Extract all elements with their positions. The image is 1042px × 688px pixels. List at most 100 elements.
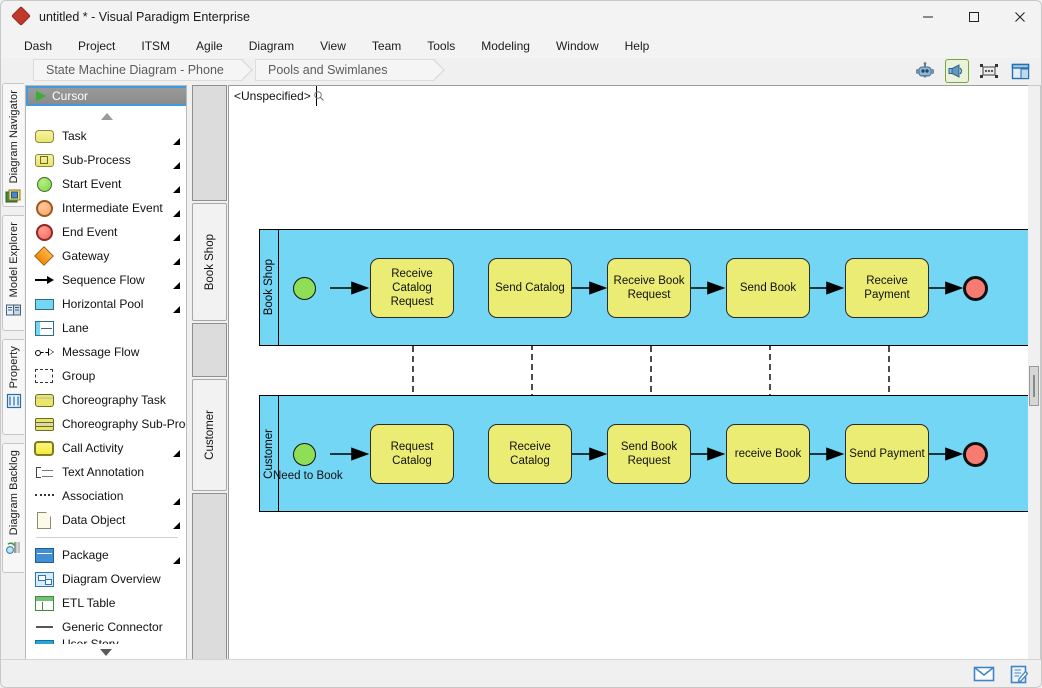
palette-item-start-event[interactable]: Start Event — [26, 172, 186, 196]
palette-item-choreography-sub-process[interactable]: Choreography Sub-Process — [26, 412, 186, 436]
diagram-canvas-area[interactable]: <Unspecified> — [228, 85, 1041, 661]
palette-item-choreography-task[interactable]: Choreography Task — [26, 388, 186, 412]
palette-item-end-event[interactable]: End Event — [26, 220, 186, 244]
package-icon — [34, 546, 54, 564]
task-send-catalog[interactable]: Send Catalog — [488, 258, 572, 318]
sidebar-item-property[interactable]: Property — [2, 339, 24, 435]
task-receive-payment[interactable]: Receive Payment — [845, 258, 929, 318]
task-send-book[interactable]: Send Book — [726, 258, 810, 318]
pool-customer[interactable]: Customer Need to Book Request Catalog — [259, 395, 1037, 512]
menu-team[interactable]: Team — [371, 38, 402, 53]
sidebar-item-diagram-backlog[interactable]: Diagram Backlog — [2, 443, 24, 573]
canvas-vertical-scrollbar[interactable] — [1028, 85, 1041, 661]
menu-agile[interactable]: Agile — [196, 38, 223, 53]
chatbot-icon[interactable] — [914, 60, 936, 82]
palette-item-data-object[interactable]: Data Object — [26, 508, 186, 532]
call-activity-icon — [34, 439, 54, 457]
palette-item-sequence-flow[interactable]: Sequence Flow — [26, 268, 186, 292]
expand-corner-icon[interactable] — [173, 203, 180, 217]
palette-item-intermediate-event[interactable]: Intermediate Event — [26, 196, 186, 220]
palette-item-group[interactable]: Group — [26, 364, 186, 388]
start-event-label-need-to-book: Need to Book — [273, 470, 343, 482]
expand-corner-icon[interactable] — [173, 179, 180, 193]
palette-item-label: Sequence Flow — [62, 273, 145, 287]
expand-corner-icon[interactable] — [173, 491, 180, 505]
task-request-catalog[interactable]: Request Catalog — [370, 424, 454, 484]
palette-scroll-down-button[interactable] — [26, 644, 186, 660]
expand-corner-icon[interactable] — [173, 275, 180, 289]
task-receive-book-request[interactable]: Receive Book Request — [607, 258, 691, 318]
task-icon — [34, 127, 54, 145]
mail-icon[interactable] — [973, 665, 995, 683]
palette-item-cursor[interactable]: Cursor — [26, 86, 186, 106]
choreography-task-icon — [34, 391, 54, 409]
task-send-book-request[interactable]: Send Book Request — [607, 424, 691, 484]
task-receive-book[interactable]: receive Book — [726, 424, 810, 484]
task-receive-catalog[interactable]: Receive Catalog — [488, 424, 572, 484]
palette-item-label: Sub-Process — [62, 153, 131, 167]
palette-scroll-up-button[interactable] — [26, 108, 186, 124]
panel-layout-icon[interactable] — [1009, 60, 1031, 82]
palette-item-diagram-overview[interactable]: Diagram Overview — [26, 567, 186, 591]
close-button[interactable] — [997, 1, 1041, 33]
palette-item-etl-table[interactable]: ETL Table — [26, 591, 186, 615]
menu-dash[interactable]: Dash — [24, 38, 53, 53]
menu-itsm[interactable]: ITSM — [141, 38, 171, 53]
menu-help[interactable]: Help — [624, 38, 650, 53]
expand-corner-icon[interactable] — [173, 515, 180, 529]
palette-item-text-annotation[interactable]: Text Annotation — [26, 460, 186, 484]
end-event-book-shop[interactable] — [963, 276, 988, 301]
menu-project[interactable]: Project — [78, 38, 116, 53]
start-event-customer[interactable] — [293, 443, 316, 466]
sidebar-item-model-explorer[interactable]: Model Explorer — [2, 215, 24, 331]
expand-corner-icon[interactable] — [173, 299, 180, 313]
menu-window[interactable]: Window — [555, 38, 599, 53]
start-event-book-shop[interactable] — [293, 277, 316, 300]
expand-corner-icon[interactable] — [173, 131, 180, 145]
palette-item-message-flow[interactable]: Message Flow — [26, 340, 186, 364]
minimize-button[interactable] — [905, 1, 951, 33]
menu-modeling[interactable]: Modeling — [481, 38, 530, 53]
menu-tools[interactable]: Tools — [427, 38, 456, 53]
expand-corner-icon[interactable] — [173, 251, 180, 265]
pool-header-book-shop: Book Shop — [260, 230, 279, 345]
breadcrumb-item-state-machine-diagram[interactable]: State Machine Diagram - Phone — [33, 59, 253, 81]
menu-view[interactable]: View — [320, 38, 346, 53]
announcement-icon[interactable] — [945, 59, 969, 83]
task-receive-catalog-request[interactable]: Receive Catalog Request — [370, 258, 454, 318]
diagram-surface[interactable]: Book Shop Receive Catalog Request Sen — [229, 106, 1041, 660]
task-send-payment[interactable]: Send Payment — [845, 424, 929, 484]
expand-corner-icon[interactable] — [173, 443, 180, 457]
expand-corner-icon[interactable] — [173, 155, 180, 169]
expand-corner-icon[interactable] — [173, 227, 180, 241]
menu-diagram[interactable]: Diagram — [248, 38, 295, 53]
notes-icon[interactable] — [1009, 665, 1031, 683]
palette-item-gateway[interactable]: Gateway — [26, 244, 186, 268]
resize-handles-icon[interactable] — [978, 60, 1000, 82]
pool-tab-customer[interactable]: Customer — [192, 379, 227, 491]
end-event-customer[interactable] — [963, 442, 988, 467]
pool-book-shop[interactable]: Book Shop Receive Catalog Request Sen — [259, 229, 1037, 346]
palette-item-package[interactable]: Package — [26, 543, 186, 567]
scrollbar-thumb[interactable] — [1029, 366, 1039, 406]
magnifier-icon[interactable] — [313, 90, 325, 102]
palette-item-lane[interactable]: Lane — [26, 316, 186, 340]
message-flow-layer — [406, 306, 896, 440]
palette-item-horizontal-pool[interactable]: Horizontal Pool — [26, 292, 186, 316]
intermediate-event-icon — [34, 199, 54, 217]
expand-corner-icon[interactable] — [173, 550, 180, 564]
start-event-icon — [34, 175, 54, 193]
palette-item-label: Call Activity — [62, 441, 124, 455]
menu-bar: Dash Project ITSM Agile Diagram View Tea… — [1, 33, 1041, 58]
palette-item-call-activity[interactable]: Call Activity — [26, 436, 186, 460]
palette-item-label: Cursor — [52, 89, 89, 103]
sidebar-item-diagram-navigator[interactable]: Diagram Navigator — [2, 83, 24, 207]
palette-item-task[interactable]: Task — [26, 124, 186, 148]
unspecified-model-chip[interactable]: <Unspecified> — [229, 86, 317, 107]
breadcrumb-item-pools-and-swimlanes[interactable]: Pools and Swimlanes — [255, 59, 445, 81]
palette-item-generic-connector[interactable]: Generic Connector — [26, 615, 186, 639]
palette-item-association[interactable]: Association — [26, 484, 186, 508]
maximize-button[interactable] — [951, 1, 997, 33]
palette-item-sub-process[interactable]: Sub-Process — [26, 148, 186, 172]
pool-tab-book-shop[interactable]: Book Shop — [192, 203, 227, 321]
